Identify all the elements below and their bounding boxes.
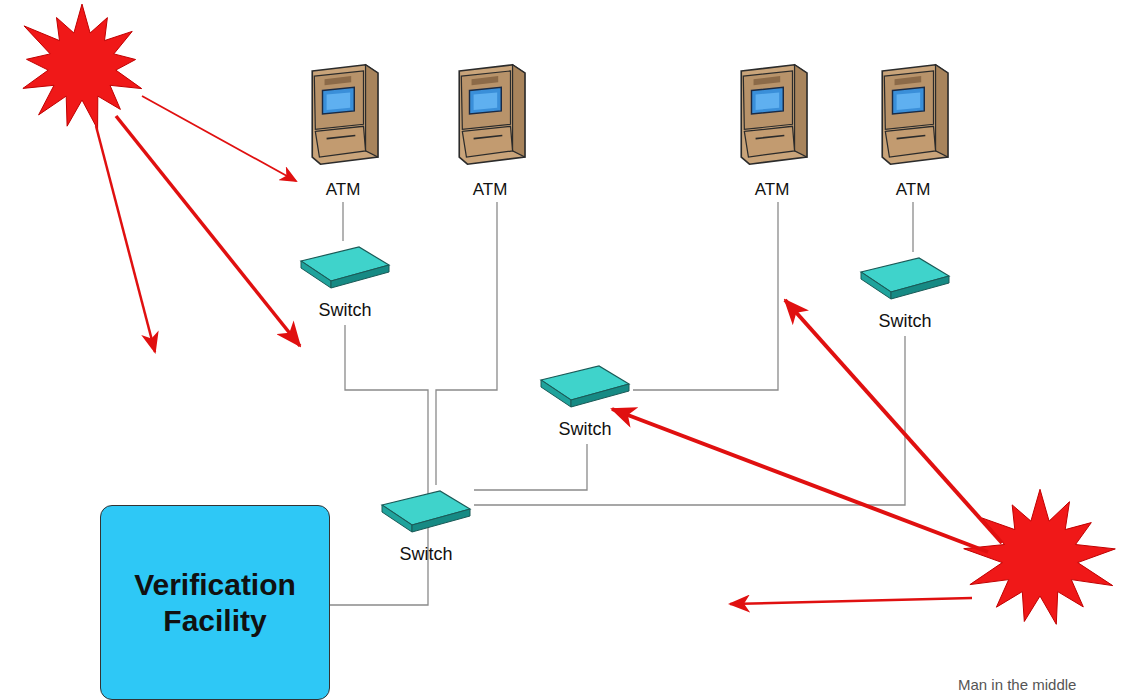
icon-part [327,136,356,139]
atm-node: ATM [863,62,963,202]
switch-node: Switch [297,241,393,325]
icon-part [756,136,785,139]
network-wire [474,444,587,490]
switch-node: Switch [857,252,953,336]
atm-icon [731,62,813,166]
icon-part [897,136,926,139]
switch-node: Switch [537,360,633,444]
icon-part [936,65,948,157]
attack-arrow [612,409,988,552]
icon-part [541,380,571,407]
network-wire [633,202,778,390]
icon-part [474,92,498,109]
icon-part [327,92,351,109]
icon-part [752,87,784,114]
icon-part [462,126,512,157]
icon-part [472,76,499,85]
network-wire [436,202,497,485]
device-label: ATM [293,180,393,200]
device-label: Switch [857,311,953,332]
icon-part [756,92,780,109]
network-wire [342,202,343,241]
network-wire [345,325,428,485]
switch-icon [857,254,953,302]
device-label: ATM [722,180,822,200]
device-label: Switch [378,544,474,565]
attacker-starburst [23,4,142,129]
icon-part [382,505,412,532]
icon-part [743,71,792,129]
box-title: Verification Facility [115,567,315,638]
icon-part [882,65,948,164]
network-wire [912,202,913,252]
atm-icon [872,62,954,166]
switch-node: Switch [378,485,474,569]
icon-part [885,126,935,157]
caption-label: Man in the middle [958,676,1076,693]
device-label: ATM [863,180,963,200]
switch-icon [537,362,633,410]
atm-icon [449,62,531,166]
icon-part [312,65,378,164]
icon-part [474,136,503,139]
icon-part [513,65,525,157]
icon-part [744,126,794,157]
icon-part [741,65,807,164]
icon-part [895,76,922,85]
icon-part [891,276,949,299]
attack-arrow [730,598,972,604]
icon-part [861,272,891,299]
attack-arrow [785,300,1002,543]
device-label: ATM [440,180,540,200]
facility-box: Verification Facility [100,505,330,700]
attacker-starburst [964,489,1116,624]
device-label: Switch [537,419,633,440]
atm-icon [302,62,384,166]
icon-part [470,87,502,114]
icon-part [323,87,355,114]
icon-part [314,71,363,129]
switch-icon [297,243,393,291]
atm-node: ATM [722,62,822,202]
icon-part [795,65,807,157]
icon-part [366,65,378,157]
icon-part [897,92,921,109]
switch-icon [378,487,474,535]
icon-part [412,509,470,532]
icon-part [331,265,389,288]
atm-node: ATM [440,62,540,202]
icon-part [571,384,629,407]
device-label: Switch [297,300,393,321]
icon-part [325,76,352,85]
icon-part [461,71,510,129]
icon-part [315,126,365,157]
icon-part [893,87,925,114]
icon-part [301,261,331,288]
icon-part [459,65,525,164]
atm-node: ATM [293,62,393,202]
attack-arrow [142,96,296,181]
icon-part [884,71,933,129]
icon-part [754,76,781,85]
attack-arrow [96,126,155,352]
